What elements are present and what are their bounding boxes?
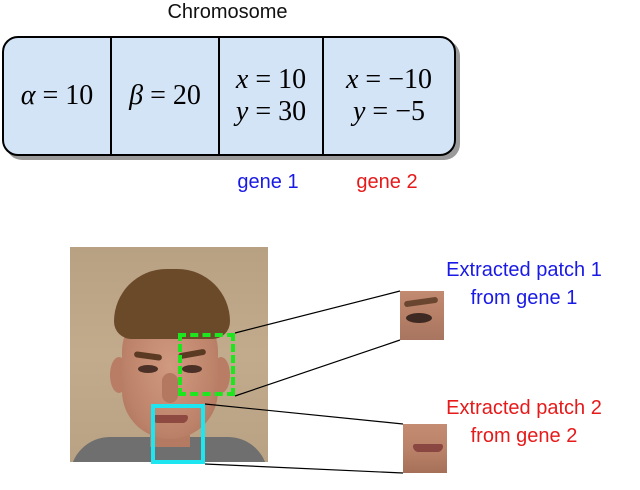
photo-nose [162,373,178,403]
chromosome-box: α = 10 β = 20 x = 10 y = 30 x = −10 y = … [2,36,456,156]
photo-mouth [152,415,188,423]
photo-eye-left [138,365,158,373]
chromosome-cell-gene-2: x = −10 y = −5 [322,38,454,154]
cell-var: y [235,96,249,127]
cell-line: β = 20 [129,80,201,112]
cell-line: x = −10 [346,64,432,96]
photo-hair [114,269,230,339]
cell-var: α [20,80,36,111]
cell-value: = 10 [248,64,307,95]
cell-line: α = 10 [21,80,94,112]
patch-2-label-line-1: Extracted patch 2 [446,397,602,419]
patch-2-label: Extracted patch 2 from gene 2 [424,394,624,450]
patch-2-label-line-2: from gene 2 [470,425,578,447]
patch-1-label-line-2: from gene 1 [470,287,578,309]
cell-value: = −10 [358,64,433,95]
gene-2-label: gene 2 [356,171,418,193]
cell-line: x = 10 [236,64,306,96]
patch-1-eye [406,313,432,323]
cell-var: x [235,64,249,95]
cell-var: x [345,64,359,95]
chromosome-title: Chromosome [167,1,288,23]
extracted-patch-1 [400,291,444,340]
patch-1-label: Extracted patch 1 from gene 1 [424,256,624,312]
gene-1-selection-box [178,333,235,396]
cell-line: y = 30 [236,96,306,128]
cell-line: y = −5 [353,96,425,128]
cell-var: y [352,96,366,127]
photo-eye-right [182,365,202,373]
connector-gene-2-bottom [204,463,404,474]
chromosome-cell-beta: β = 20 [110,38,218,154]
extracted-patch-2 [403,424,447,473]
cell-value: = 30 [248,96,307,127]
patch-1-label-line-1: Extracted patch 1 [446,259,602,281]
cell-value: = −5 [365,96,426,127]
chromosome-cell-gene-1: x = 10 y = 30 [218,38,322,154]
gene-2-selection-box [151,404,205,464]
gene-1-label: gene 1 [237,171,299,193]
cell-value: = 20 [143,80,201,111]
cell-value: = 10 [35,80,94,111]
chromosome-cell-alpha: α = 10 [4,38,110,154]
patch-2-mouth [413,444,443,452]
cell-var: β [129,80,144,111]
